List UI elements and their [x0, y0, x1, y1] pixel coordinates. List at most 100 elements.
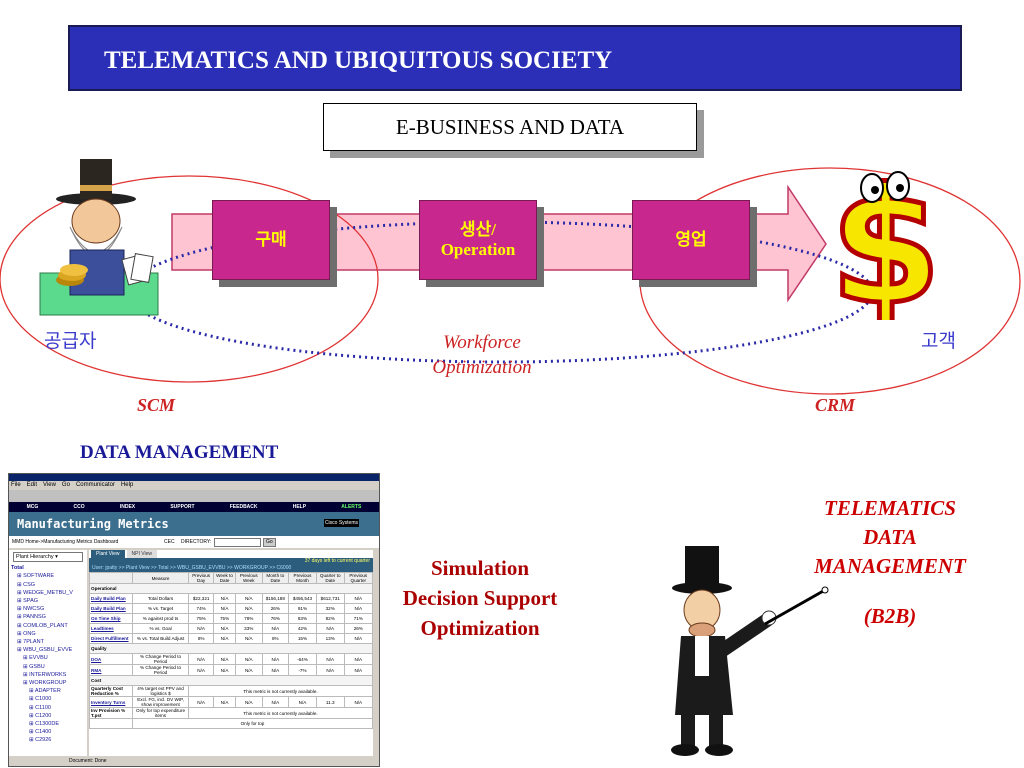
menu-edit[interactable]: Edit [26, 482, 38, 488]
tree-item[interactable]: ⊞ 7PLANT [17, 639, 44, 646]
telematics-line4: (B2B) [863, 604, 917, 628]
table-cell: Only for top [131, 718, 374, 729]
table-cell[interactable]: Inventory Turns [89, 696, 133, 708]
tree-item[interactable]: ⊞ COMLOB_PLANT [17, 622, 68, 629]
nav-bar: MCG CCO INDEX SUPPORT FEEDBACK HELP ALER… [9, 502, 379, 512]
process-box-purchase: 구매 [212, 200, 330, 280]
money-clipart: $ [828, 160, 944, 320]
process-box-sales: 영업 [632, 200, 750, 280]
tree-item[interactable]: ⊞ C1400 [29, 729, 52, 736]
workforce-line1: Workforce [443, 332, 521, 353]
tree-item[interactable]: ⊞ CSG [17, 581, 36, 588]
table-cell: N/A [213, 623, 236, 634]
table-cell: Measure [131, 572, 190, 584]
table-cell: % vs. Total Build Adjust [131, 633, 190, 644]
status-text: Document: Done [69, 758, 107, 764]
table-cell: 71% [343, 613, 374, 624]
table-cell[interactable]: Daily Build Plan [89, 603, 133, 614]
process-label-production: 생산/ [459, 220, 496, 239]
table-cell: -7% [288, 664, 317, 676]
tree-item[interactable]: ⊞ WORKGROUP [23, 680, 67, 687]
table-cell[interactable]: Direct Fulfillment [89, 633, 133, 644]
nav-help[interactable]: HELP [292, 504, 307, 510]
tree-item[interactable]: ⊞ NWCSG [17, 606, 45, 613]
crm-label: CRM [815, 395, 856, 415]
table-cell: Quality [89, 643, 373, 654]
process-label-operation: Operation [440, 240, 516, 259]
table-cell: N/A [315, 664, 345, 676]
section-row: Cost [89, 675, 373, 686]
nav-index[interactable]: INDEX [119, 504, 136, 510]
tree-item[interactable]: ⊞ ADAPTER [29, 688, 61, 695]
window-titlebar [9, 474, 379, 481]
table-cell: Operational [89, 583, 373, 594]
nav-mcg[interactable]: MCG [26, 504, 39, 510]
tree-item[interactable]: ⊞ PANNSG [17, 614, 46, 621]
tree-item[interactable]: ⊞ EVVBU [23, 655, 48, 662]
table-cell: N/A [234, 633, 263, 644]
table-cell: Cost [89, 675, 373, 686]
table-cell: Excl. FG, incl. DV WIP, show improvement [131, 696, 190, 708]
table-cell: 74% [188, 603, 215, 614]
table-cell: Month to Date [261, 572, 290, 584]
breadcrumb[interactable]: MMD Home->Manufacturing Metrics Dashboar… [12, 539, 119, 545]
table-cell [89, 572, 133, 584]
menu-communicator[interactable]: Communicator [75, 482, 115, 488]
nav-alerts[interactable]: ALERTS [341, 504, 362, 510]
tree-item[interactable]: ⊞ C1100 [29, 704, 51, 711]
tree-item[interactable]: ⊞ WEDGE_METBU_V [17, 589, 73, 596]
table-cell: N/A [234, 696, 263, 708]
table-cell: 8% [188, 633, 215, 644]
tree-item[interactable]: ⊞ WBU_GSBU_EVVE [17, 647, 73, 654]
table-cell: $156,188 [261, 593, 290, 604]
tree-item[interactable]: ⊞ SPAG [17, 598, 39, 605]
process-box-operation: 생산/ Operation [419, 200, 537, 280]
metrics-panel: Plant View NPI View 37 days left to curr… [89, 550, 374, 756]
tree-item[interactable]: ⊞ C2926 [29, 737, 52, 744]
menu-go[interactable]: Go [61, 482, 70, 488]
banner-title: Manufacturing Metrics [17, 517, 169, 531]
nav-cco[interactable]: CCO [73, 504, 85, 510]
table-cell: Previous Week [234, 572, 263, 584]
table-cell[interactable]: RMA [89, 664, 133, 676]
tree-item[interactable]: ⊞ C1200 [29, 712, 52, 719]
table-cell[interactable]: Daily Build Plan [89, 593, 133, 604]
subtitle-box: E-BUSINESS AND DATA [323, 103, 697, 151]
hierarchy-panel: Plant Hierarchy ▾ Total⊞ SOFTWARE⊞ CSG⊞ … [9, 550, 87, 756]
table-cell: N/A [261, 664, 290, 676]
hierarchy-select[interactable]: Plant Hierarchy ▾ [13, 552, 83, 563]
breadcrumb-bar: MMD Home->Manufacturing Metrics Dashboar… [9, 536, 379, 548]
nav-support[interactable]: SUPPORT [170, 504, 195, 510]
table-cell: N/A [213, 603, 236, 614]
table-cell: N/A [188, 653, 215, 665]
scm-ellipse [0, 175, 379, 383]
hierarchy-tree: Total⊞ SOFTWARE⊞ CSG⊞ WEDGE_METBU_V ⊞ SPA… [9, 564, 87, 744]
table-cell: Previous Quarter [343, 572, 374, 584]
tree-item[interactable]: ⊞ C1300DE [29, 721, 59, 728]
table-cell: 4% target ext PPV and logistics $ [131, 685, 190, 697]
tree-item[interactable]: ⊞ C1000 [29, 696, 52, 703]
tree-item[interactable]: ⊞ ONG [17, 630, 36, 637]
tab-plant-view[interactable]: Plant View [91, 550, 125, 558]
directory-input[interactable] [214, 538, 261, 547]
banner: Manufacturing Metrics Cisco Systems [9, 512, 379, 536]
tree-item[interactable]: Total [11, 565, 24, 572]
tree-item[interactable]: ⊞ SOFTWARE [17, 573, 55, 580]
page-title: TELEMATICS AND UBIQUITOUS SOCIETY [104, 47, 613, 74]
nav-feedback[interactable]: FEEDBACK [229, 504, 258, 510]
tree-item[interactable]: ⊞ INTERWORKS [23, 671, 67, 678]
menu-help[interactable]: Help [120, 482, 134, 488]
table-cell[interactable]: Leadtimes [89, 623, 133, 634]
simulation-line2: Decision Support [402, 586, 558, 610]
tree-item[interactable]: ⊞ GSBU [23, 663, 45, 670]
go-button[interactable]: Go [263, 538, 276, 547]
tab-npi-view[interactable]: NPI View [126, 550, 158, 558]
table-cell[interactable]: On Time Ship [89, 613, 133, 624]
table-cell: N/A [343, 603, 374, 614]
table-cell[interactable]: DOA [89, 653, 133, 665]
menu-file[interactable]: File [11, 482, 21, 488]
table-cell: 75% [188, 613, 215, 624]
menu-view[interactable]: View [43, 482, 56, 488]
